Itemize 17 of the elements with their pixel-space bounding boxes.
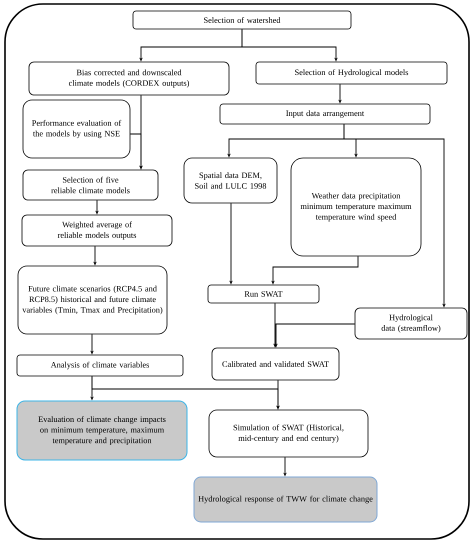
process-box: Calibrated and validated SWAT	[212, 348, 340, 380]
process-box: Run SWAT	[208, 284, 320, 304]
process-box: Analysis of climate variables	[16, 354, 184, 376]
process-box: Weather data precipitation minimum temperature maximum temperature wind speed	[290, 158, 422, 256]
result-box: Hydrological response of TWW for climate change	[194, 476, 378, 522]
process-box: Performance evaluation of the models by using NSE	[22, 100, 130, 158]
process-box: Future climate scenarios (RCP4.5 and RCP8.5) historical and future climate variables (Tmin, Tmax and Precipitation)	[18, 266, 168, 334]
process-box: Bias corrected and downscaled climate models (CORDEX outputs)	[28, 62, 230, 96]
process-box: Weighted average of reliable models outputs	[22, 214, 172, 246]
process-box: Simulation of SWAT (Historical, mid-century and end century)	[208, 410, 368, 458]
process-box: Selection of Hydrological models	[256, 62, 448, 84]
process-box: Selection of watershed	[132, 10, 352, 30]
process-box: Hydrological data (streamflow)	[354, 308, 468, 340]
process-box: Spatial data DEM, Soil and LULC 1998	[184, 158, 278, 204]
process-box: Input data arrangement	[220, 104, 430, 124]
result-box: Evaluation of climate change impacts on minimum temperature, maximum temperature and precipitation	[16, 400, 188, 460]
process-box: Selection of five reliable climate models	[22, 170, 158, 200]
